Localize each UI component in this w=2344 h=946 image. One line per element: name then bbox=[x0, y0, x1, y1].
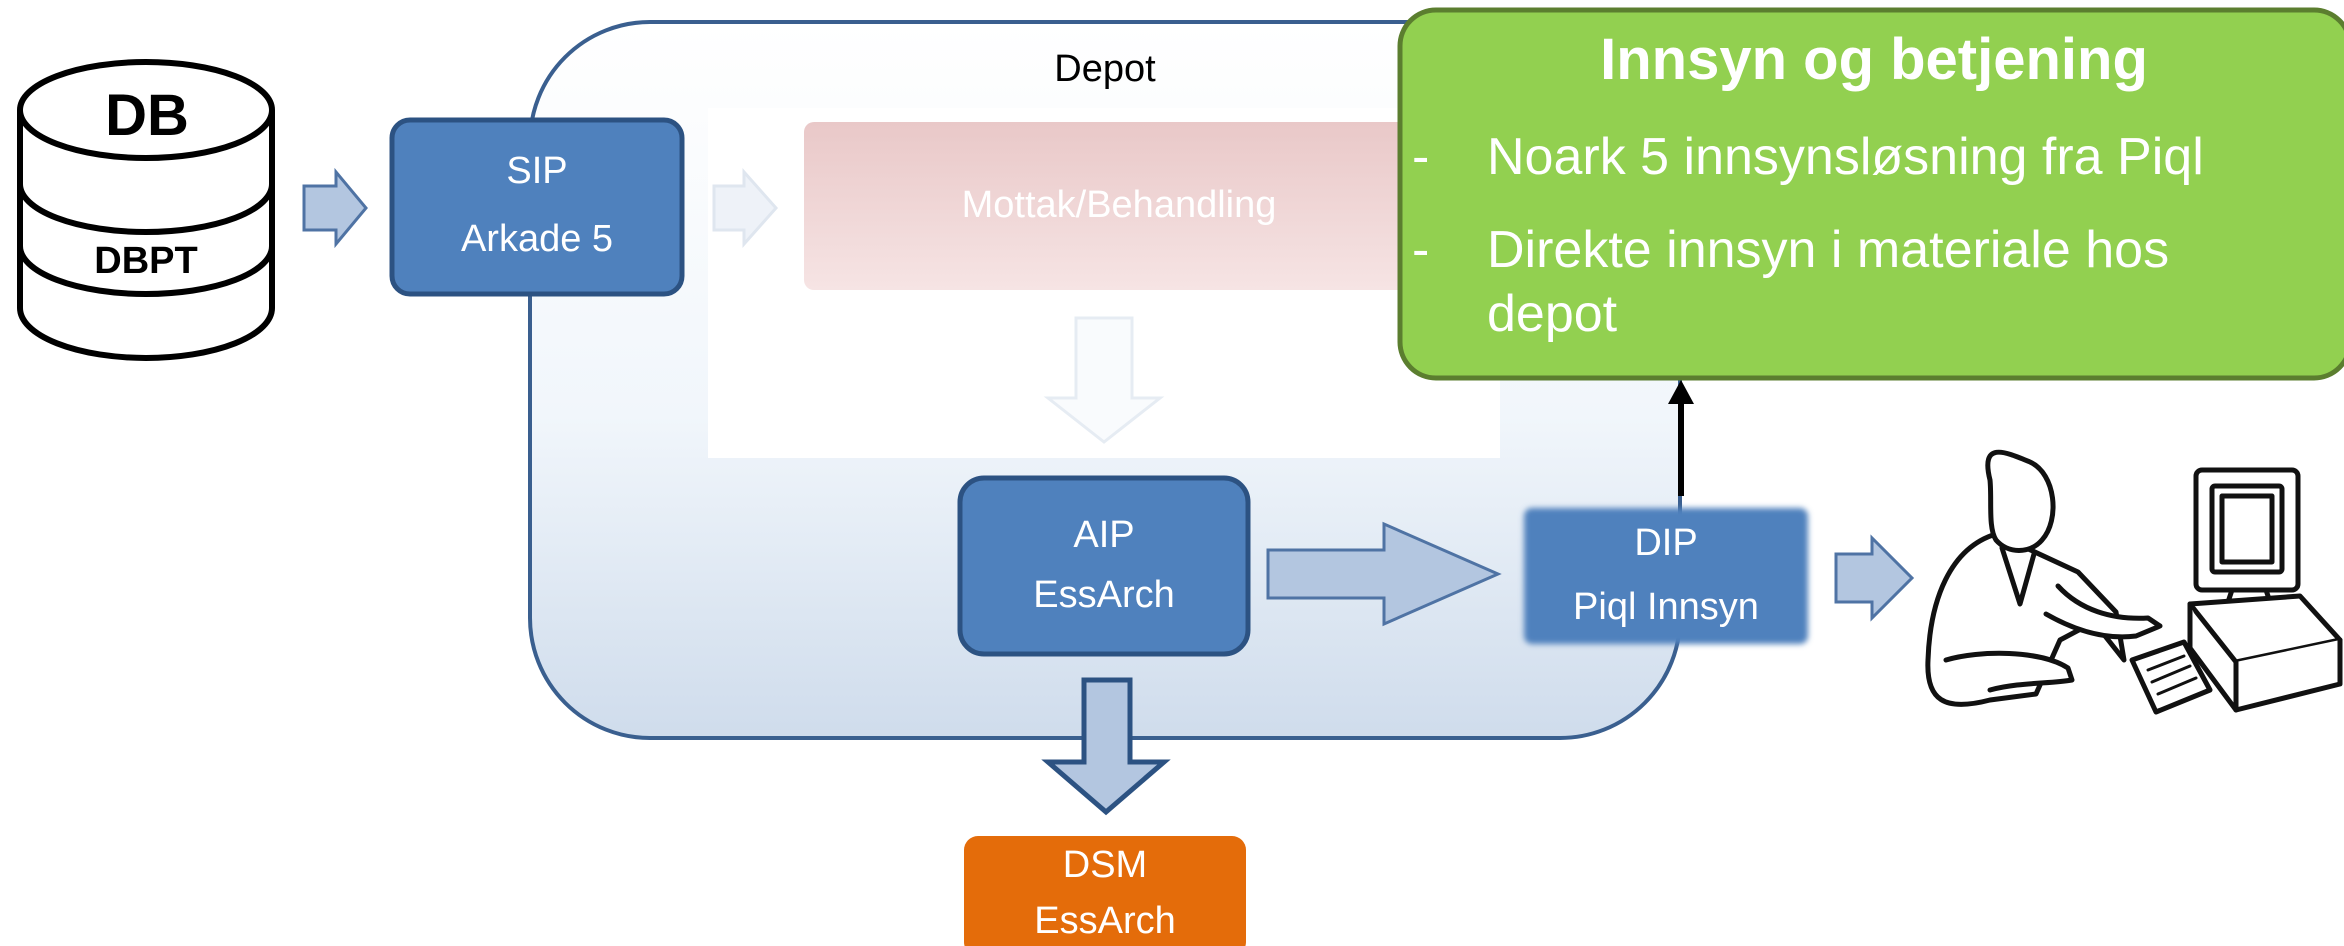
arrow-db-to-sip bbox=[302, 167, 368, 249]
innsyn-item-2-dash: - bbox=[1412, 221, 1430, 279]
arrow-dip-to-innsyn bbox=[1668, 380, 1694, 496]
arrow-aip-to-dsm bbox=[1041, 677, 1171, 816]
dbpt-label: DBPT bbox=[94, 240, 198, 282]
innsyn-title: Innsyn og betjening bbox=[1600, 27, 2148, 92]
user-computer-icon bbox=[1925, 449, 2343, 715]
sip-line2: Arkade 5 bbox=[460, 218, 614, 260]
innsyn-item-1: -Noark 5 innsynsløsning fra Piql bbox=[1412, 126, 2342, 188]
dip-box bbox=[1524, 508, 1808, 644]
innsyn-item-2: -Direkte innsyn i materiale hos depot bbox=[1412, 218, 2322, 346]
innsyn-item-1-text: Noark 5 innsynsløsning fra Piql bbox=[1487, 128, 2204, 186]
aip-box bbox=[957, 475, 1251, 657]
faded-right-arrow bbox=[712, 168, 779, 248]
dsm-line2: EssArch bbox=[1034, 900, 1176, 942]
arrow-dip-to-user bbox=[1834, 534, 1915, 622]
database-icon bbox=[17, 59, 275, 361]
innsyn-item-2-text: Direkte innsyn i materiale hos depot bbox=[1487, 221, 2170, 343]
sip-line1: SIP bbox=[506, 150, 568, 192]
mottak-box bbox=[804, 122, 1434, 290]
dip-line2: Piql Innsyn bbox=[1573, 586, 1759, 628]
arrow-aip-to-dip bbox=[1266, 521, 1502, 627]
dsm-box bbox=[964, 836, 1246, 946]
innsyn-item-1-dash: - bbox=[1412, 128, 1430, 186]
innsyn-box bbox=[1397, 7, 2344, 381]
db-label: DB bbox=[105, 83, 189, 148]
dsm-line1: DSM bbox=[1062, 844, 1148, 886]
faded-down-arrow bbox=[1043, 316, 1165, 444]
dip-line1: DIP bbox=[1634, 522, 1698, 564]
depot-title: Depot bbox=[1054, 48, 1156, 90]
aip-line1: AIP bbox=[1073, 514, 1135, 556]
sip-box bbox=[389, 117, 685, 297]
mottak-label: Mottak/Behandling bbox=[961, 184, 1277, 226]
aip-line2: EssArch bbox=[1033, 574, 1175, 616]
